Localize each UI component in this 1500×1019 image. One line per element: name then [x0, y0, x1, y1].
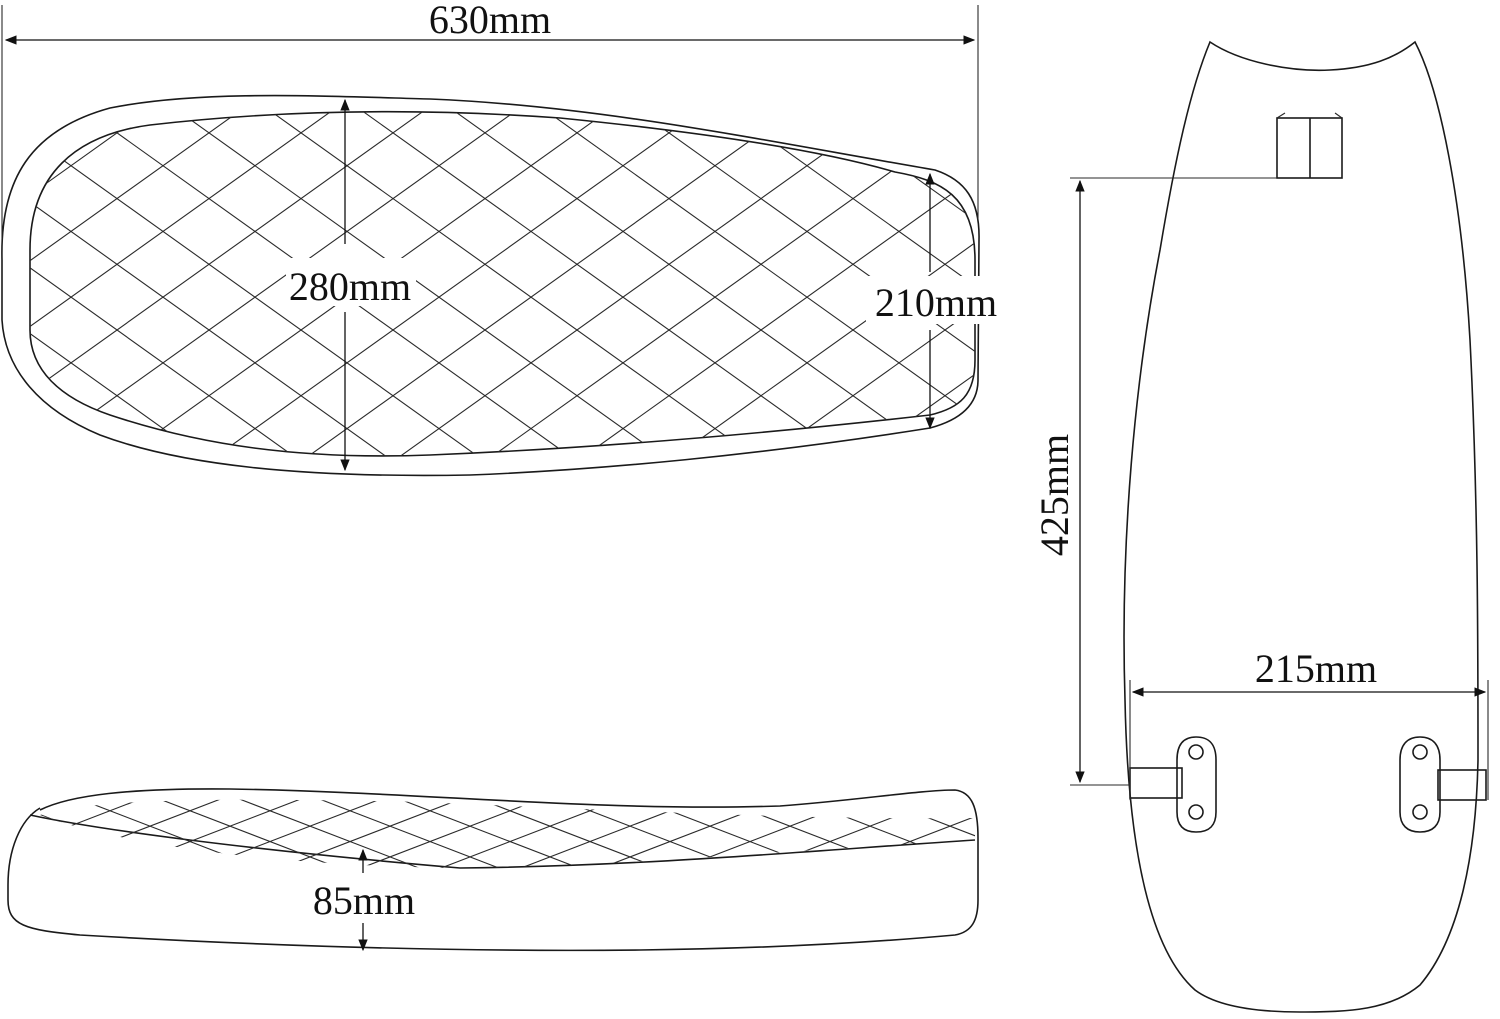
quilt-line: [1209, 100, 1500, 470]
quilt-line: [346, 111, 866, 456]
quilt-line: [991, 100, 1500, 470]
quilt-line: [30, 111, 256, 456]
quilt-line: [162, 111, 682, 456]
quilt-line: [40, 799, 271, 868]
quilt-line: [809, 799, 975, 868]
quilt-line: [30, 111, 498, 456]
quilt-line: [409, 799, 671, 868]
quilt-line: [1310, 780, 1500, 880]
dimension-bracket-spacing: 215mm: [1129, 646, 1489, 800]
quilt-line: [189, 799, 451, 868]
quilt-line: [909, 799, 975, 868]
seat-side-body: [7, 807, 979, 952]
quilt-line: [1267, 100, 1500, 470]
label-seat-height: 85mm: [313, 878, 415, 923]
label-overall-length: 630mm: [429, 0, 551, 42]
quilt-line: [349, 799, 611, 868]
quilt-line: [1117, 100, 1500, 470]
quilt-line: [1150, 780, 1410, 880]
seat-side-seam: [29, 814, 976, 869]
quilt-line: [1230, 780, 1490, 880]
seat-top-outer-outline: [1, 94, 980, 477]
quilt-line: [589, 799, 851, 868]
seat-side-quilting: [0, 780, 1500, 880]
quilt-line: [30, 111, 532, 456]
quilt-line: [438, 111, 958, 456]
quilt-line: [729, 799, 975, 868]
quilt-line: [40, 799, 211, 868]
seat-base-view: [1123, 40, 1487, 1013]
quilt-line: [932, 111, 975, 456]
quilt-line: [840, 111, 975, 456]
quilt-line: [649, 799, 911, 868]
quilt-line: [990, 780, 1250, 880]
quilt-line: [89, 799, 351, 868]
quilt-line: [489, 799, 751, 868]
quilt-line: [30, 111, 38, 456]
seat-top-quilting: [30, 100, 1500, 470]
quilt-line: [30, 111, 222, 456]
quilt-line: [40, 799, 291, 868]
seat-top-inner-outline: [29, 111, 976, 457]
label-front-width: 280mm: [289, 264, 411, 309]
seat-top-view: [1, 94, 1500, 477]
quilt-line: [509, 799, 771, 868]
quilt-line: [30, 111, 440, 456]
seat-base-outline: [1123, 40, 1479, 1013]
quilt-line: [30, 111, 406, 456]
quilt-line: [1050, 780, 1310, 880]
quilt-line: [1083, 100, 1500, 470]
quilt-line: [749, 799, 975, 868]
quilt-line: [1070, 780, 1330, 880]
quilt-line: [30, 111, 348, 456]
dimension-overall-length: 630mm: [1, 0, 979, 260]
seat-side-top-edge: [39, 788, 979, 839]
dimension-base-length: 425mm: [1032, 177, 1277, 786]
label-rear-width: 210mm: [875, 280, 997, 325]
quilt-line: [969, 799, 975, 868]
quilt-line: [40, 799, 51, 868]
quilt-line: [889, 799, 975, 868]
quilt-line: [829, 799, 975, 868]
left-mount-bracket: [1129, 736, 1217, 833]
quilt-line: [1025, 100, 1500, 470]
quilt-line: [380, 111, 900, 456]
quilt-line: [748, 111, 975, 456]
quilt-line: [564, 111, 975, 456]
seat-side-view: [0, 780, 1500, 952]
quilt-line: [30, 111, 314, 456]
quilt-line: [269, 799, 531, 868]
label-base-length: 425mm: [1032, 434, 1077, 556]
quilt-line: [254, 111, 774, 456]
quilt-line: [329, 799, 591, 868]
label-bracket-spacing: 215mm: [1255, 646, 1377, 691]
quilt-line: [1451, 100, 1500, 470]
quilt-line: [30, 111, 164, 456]
dimension-seat-height: 85mm: [306, 848, 424, 952]
dimension-rear-width: 210mm: [866, 172, 1002, 430]
quilt-line: [196, 111, 716, 456]
dimension-front-width: 280mm: [286, 98, 416, 472]
quilt-line: [1359, 100, 1500, 470]
rear-mount-tab: [1276, 112, 1343, 179]
quilt-line: [288, 111, 808, 456]
quilt-line: [569, 799, 831, 868]
right-mount-bracket: [1399, 736, 1487, 833]
quilt-line: [109, 799, 371, 868]
quilt-line: [0, 780, 30, 880]
quilt-line: [1175, 100, 1500, 470]
